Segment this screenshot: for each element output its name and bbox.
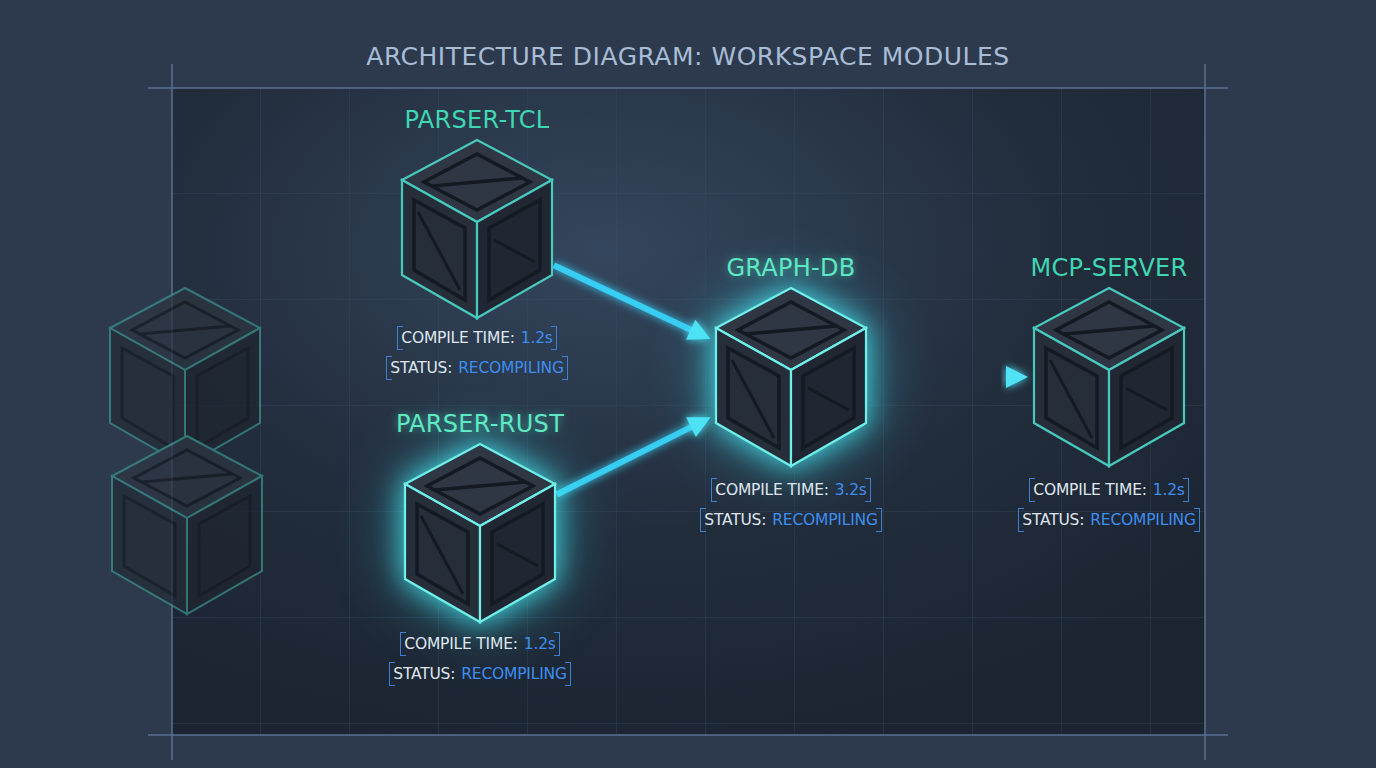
cube-face (791, 328, 866, 466)
module-node: MCP-SERVERCOMPILE TIME:1.2sSTATUS:RECOMP… (1034, 288, 1184, 466)
info-row: STATUS: RECOMPILING (389, 662, 570, 686)
cube-face (803, 348, 854, 448)
grid (172, 88, 1205, 735)
frame-line (148, 87, 1228, 89)
cube-face (497, 544, 538, 566)
module-cube (716, 288, 866, 466)
cube-face (432, 178, 522, 186)
partial-cube (112, 436, 262, 614)
info-panel: COMPILE TIME: 3.2sSTATUS: RECOMPILING (676, 478, 906, 532)
info-label: STATUS: (390, 359, 452, 377)
arrow-line (557, 425, 695, 494)
module-name: PARSER-RUST (345, 410, 615, 438)
info-row: COMPILE TIME: 3.2s (711, 478, 870, 502)
cube-face (402, 180, 477, 318)
info-row: STATUS: RECOMPILING (700, 508, 881, 532)
info-row: COMPILE TIME: 1.2s (1029, 478, 1188, 502)
cube-face (480, 484, 555, 622)
info-row: COMPILE TIME: 1.2s (397, 326, 556, 350)
dependency-arrow (554, 265, 711, 339)
module-node: PARSER-RUSTCOMPILE TIME:1.2sSTATUS:RECOM… (405, 444, 555, 622)
cube-face (732, 360, 774, 438)
info-row: STATUS: RECOMPILING (386, 356, 567, 380)
info-value: 1.2s (524, 635, 556, 653)
info-value: RECOMPILING (1090, 511, 1196, 529)
cube-face (435, 482, 525, 490)
module-name: GRAPH-DB (656, 254, 926, 282)
info-label: COMPILE TIME: (401, 329, 515, 347)
arrow-head (686, 417, 711, 437)
info-row: STATUS: RECOMPILING (1018, 508, 1199, 532)
arrow-head (686, 320, 711, 340)
cube-face (728, 348, 779, 448)
frame-line (148, 734, 1228, 736)
cube-face (1121, 348, 1172, 448)
info-label: STATUS: (393, 665, 455, 683)
arrow-line (868, 374, 1010, 380)
dependency-arrow (557, 417, 711, 494)
cube-face (492, 504, 543, 604)
cube-face (417, 504, 468, 604)
module-node: PARSER-TCLCOMPILE TIME:1.2sSTATUS:RECOMP… (402, 140, 552, 318)
info-row: COMPILE TIME: 1.2s (400, 632, 559, 656)
info-label: STATUS: (1022, 511, 1084, 529)
info-label: COMPILE TIME: (404, 635, 518, 653)
cube-face (1046, 348, 1097, 448)
cube-face (738, 302, 844, 358)
module-cube (1034, 288, 1184, 466)
module-name: PARSER-TCL (342, 106, 612, 134)
info-panel: COMPILE TIME: 1.2sSTATUS: RECOMPILING (365, 632, 595, 686)
cube-face (424, 154, 530, 210)
cube-face (477, 180, 552, 318)
info-value: RECOMPILING (458, 359, 564, 377)
cube-face (808, 388, 849, 410)
info-value: 1.2s (1153, 481, 1185, 499)
cube-face (1126, 388, 1167, 410)
frame-line (1204, 64, 1206, 760)
info-label: COMPILE TIME: (1033, 481, 1147, 499)
cube-face (418, 212, 460, 290)
info-panel: COMPILE TIME: 1.2sSTATUS: RECOMPILING (994, 478, 1224, 532)
cube-face (494, 240, 535, 262)
arrow-head (1006, 366, 1028, 388)
cube-face (405, 484, 480, 622)
module-cube (405, 444, 555, 622)
module-node: GRAPH-DBCOMPILE TIME:3.2sSTATUS:RECOMPIL… (716, 288, 866, 466)
info-value: RECOMPILING (772, 511, 878, 529)
info-label: STATUS: (704, 511, 766, 529)
cube-face (1109, 328, 1184, 466)
info-value: RECOMPILING (461, 665, 567, 683)
info-value: 3.2s (835, 481, 867, 499)
module-name: MCP-SERVER (974, 254, 1244, 282)
info-label: COMPILE TIME: (715, 481, 829, 499)
partial-cubes (110, 288, 262, 614)
cube-face (414, 200, 465, 300)
module-cube (402, 140, 552, 318)
cube-face (1064, 326, 1154, 334)
panel (172, 88, 1205, 735)
cube-face (746, 326, 836, 334)
dependency-arrow (868, 366, 1028, 388)
diagram-title: ARCHITECTURE DIAGRAM: WORKSPACE MODULES (0, 42, 1376, 71)
cube-face (421, 516, 463, 594)
cube-face (427, 458, 533, 514)
cube-face (716, 328, 791, 466)
cube-face (1034, 328, 1109, 466)
info-panel: COMPILE TIME: 1.2sSTATUS: RECOMPILING (362, 326, 592, 380)
info-value: 1.2s (521, 329, 553, 347)
cube-face (1056, 302, 1162, 358)
arrow-line (554, 265, 694, 331)
cube-face (489, 200, 540, 300)
cube-face (1050, 360, 1092, 438)
